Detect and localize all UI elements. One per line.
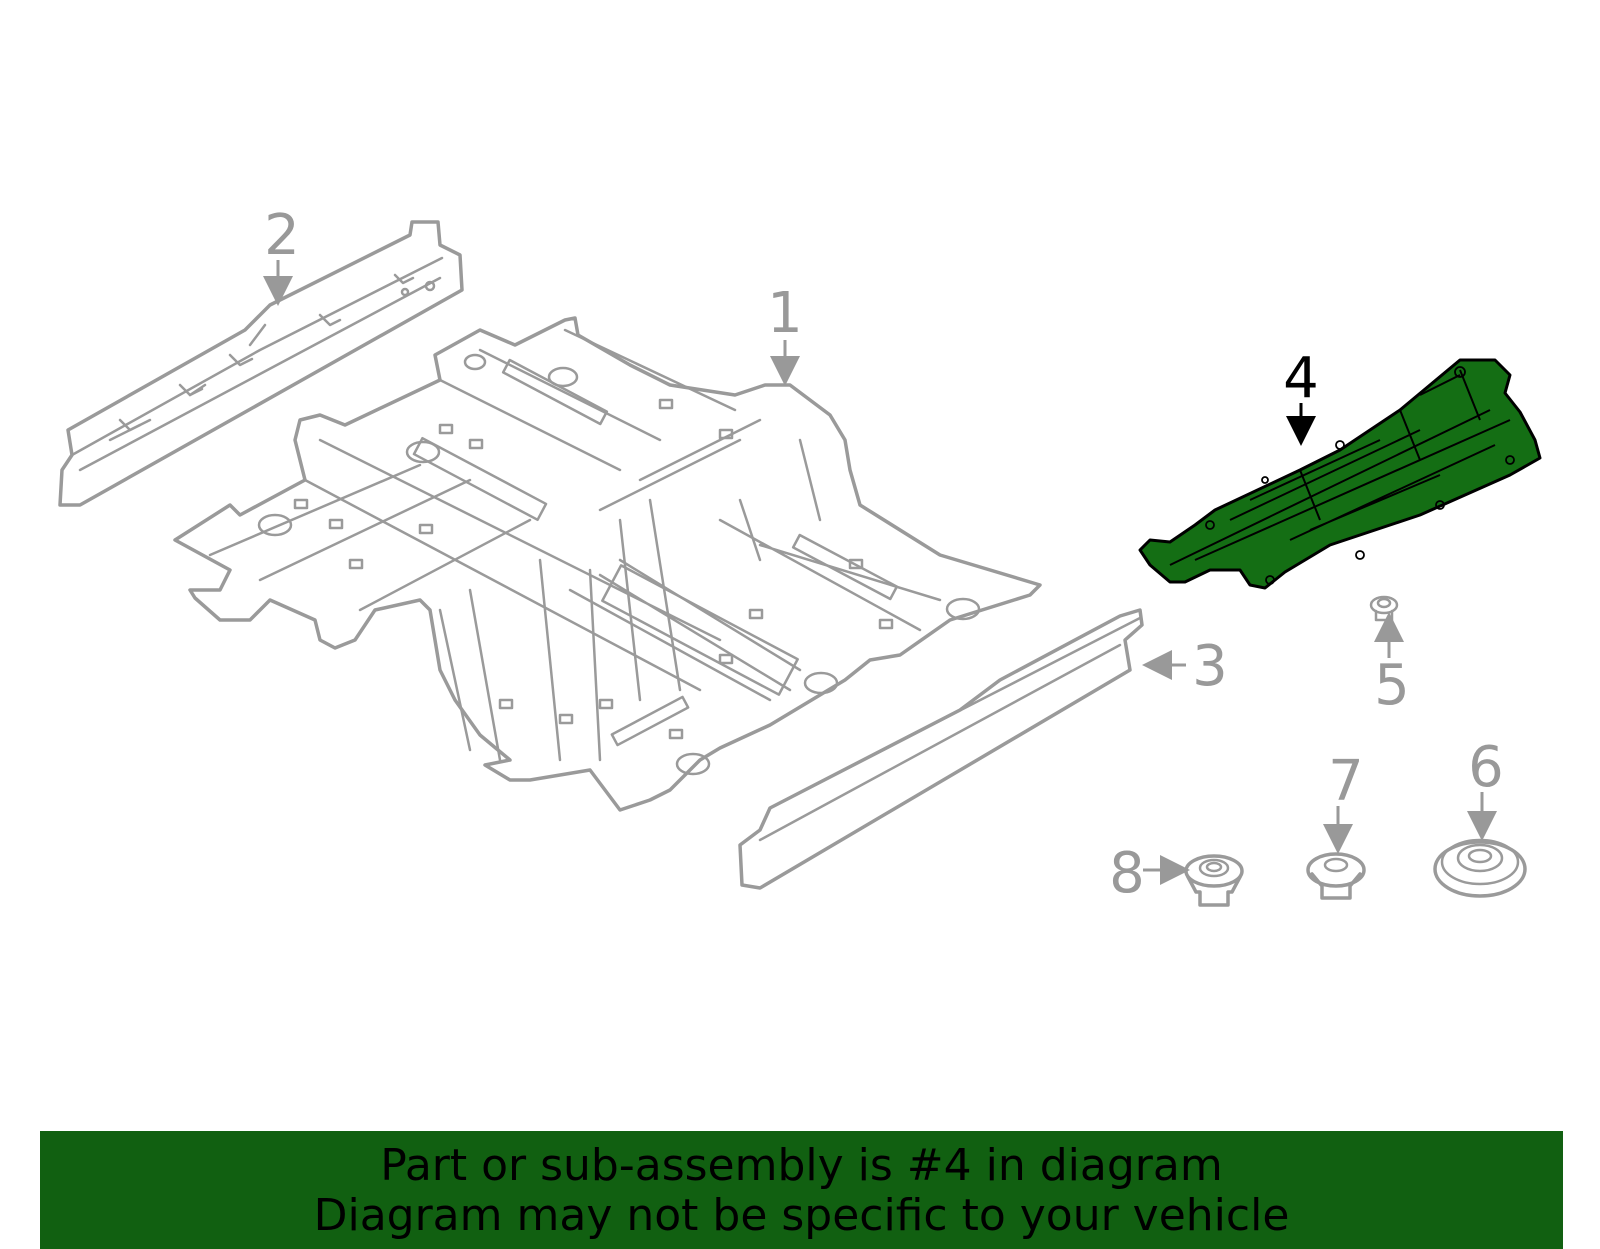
part-3-right-rocker[interactable] [738,608,1144,890]
part-8-nut[interactable] [1184,854,1244,907]
callout-number-1: 1 [767,281,803,346]
banner-line-disclaimer: Diagram may not be specific to your vehi… [313,1190,1290,1241]
callout-number-8: 8 [1109,841,1145,906]
callout-number-6: 6 [1468,735,1504,800]
part-1-floor-pan[interactable] [173,316,1042,812]
callout-number-4: 4 [1283,346,1319,411]
part-7-nut[interactable] [1306,852,1366,900]
callout-number-2: 2 [264,203,300,268]
part-4-underbody-shield[interactable] [1138,358,1542,590]
callout-number-7: 7 [1328,749,1364,814]
callout-arrows [263,260,1497,885]
callout-number-5: 5 [1374,653,1410,718]
part-5-nut[interactable] [1369,595,1399,622]
part-6-plug[interactable] [1433,838,1527,898]
info-banner: Part or sub-assembly is #4 in diagram Di… [40,1131,1563,1249]
callout-number-3: 3 [1192,634,1228,699]
banner-line-part-info: Part or sub-assembly is #4 in diagram [380,1140,1223,1191]
part-2-left-rocker[interactable] [58,220,464,507]
